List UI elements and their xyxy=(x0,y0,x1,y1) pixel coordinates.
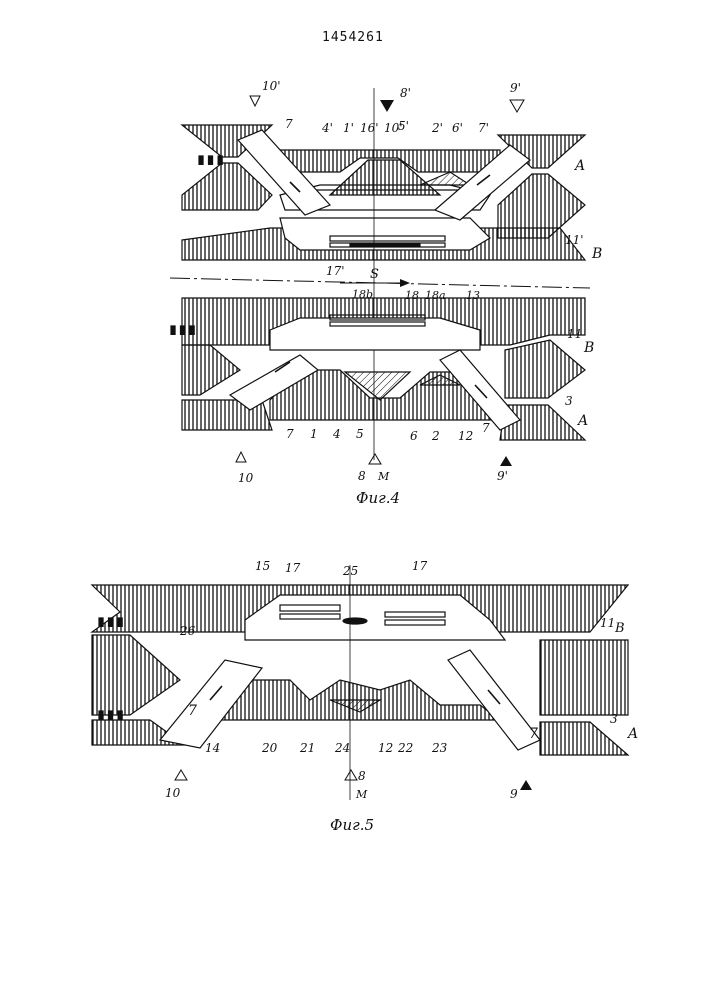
fig5-label-M: M xyxy=(355,788,368,801)
fig5-label-14: 14 xyxy=(205,741,220,755)
fig5-label-9: 9 xyxy=(510,787,518,801)
fig5-label-B: B xyxy=(614,621,625,636)
svg-text:▮ ▮ ▮: ▮ ▮ ▮ xyxy=(98,615,123,628)
fig5-label-21: 21 xyxy=(299,741,315,755)
fig5-cam-block: ▮ ▮ ▮ ▮ ▮ ▮ xyxy=(92,585,628,755)
fig4-label-6: 6 xyxy=(410,429,418,443)
fig5-caption: Фиг.5 xyxy=(330,816,374,834)
fig4-caption: Фиг.4 xyxy=(356,489,400,507)
fig4-lower-cam-block: ▮ ▮ ▮ xyxy=(170,298,585,440)
fig5-marker-8 xyxy=(345,770,357,780)
fig4-marker-10 xyxy=(236,452,246,462)
fig5-label-12: 12 xyxy=(378,741,393,755)
fig4-marker-9 xyxy=(500,456,512,466)
fig4-label-12: 12 xyxy=(458,429,473,443)
fig4-label-2p: 2' xyxy=(431,121,443,135)
fig5-label-3: 3 xyxy=(610,712,618,726)
fig4-label-11p: 11' xyxy=(565,233,584,247)
figure-4: ▮ ▮ ▮ xyxy=(170,79,602,507)
fig4-label-5p: 5' xyxy=(398,119,409,133)
fig4-label-13: 13 xyxy=(466,289,480,302)
figure-5: ▮ ▮ ▮ ▮ ▮ ▮ 15 17 25 17 26 11 B 7 7 3 A … xyxy=(92,559,638,834)
fig5-label-11: 11 xyxy=(600,616,615,630)
svg-text:▮ ▮ ▮: ▮ ▮ ▮ xyxy=(198,153,223,166)
fig4-marker-8 xyxy=(369,454,381,464)
fig5-label-7-left: 7 xyxy=(188,703,197,719)
fig4-label-17p: 17' xyxy=(326,264,345,278)
fig4-label-S: S xyxy=(370,267,379,282)
fig5-label-7-right: 7 xyxy=(529,726,538,742)
fig5-label-23: 23 xyxy=(431,741,448,755)
fig4-label-10p: 10' xyxy=(262,79,281,93)
fig5-label-25: 25 xyxy=(342,564,358,578)
fig4-label-16p: 16' xyxy=(360,121,379,135)
fig5-marker-9 xyxy=(520,780,532,790)
fig4-label-7-left: 7 xyxy=(286,427,294,441)
fig4-marker-10p xyxy=(250,96,260,106)
fig4-label-4: 4 xyxy=(332,427,341,441)
fig4-label-B-bottom: B xyxy=(583,340,594,356)
fig4-upper-cam-block: ▮ ▮ ▮ xyxy=(182,125,585,260)
fig4-label-3: 3 xyxy=(565,394,573,408)
fig4-label-10: 10 xyxy=(238,471,254,485)
fig4-label-6p: 6' xyxy=(452,121,463,135)
fig4-label-1p: 1' xyxy=(343,121,354,135)
fig4-label-7p: 7' xyxy=(478,121,489,135)
fig5-label-10: 10 xyxy=(165,786,181,800)
fig4-label-8: 8 xyxy=(358,469,366,483)
fig4-label-11: 11 xyxy=(567,327,582,341)
svg-text:▮ ▮ ▮: ▮ ▮ ▮ xyxy=(170,323,195,336)
fig4-label-7-right: 7 xyxy=(482,421,490,435)
fig4-label-7: 7 xyxy=(285,117,293,131)
fig4-label-A-bottom: A xyxy=(576,413,588,429)
fig5-label-A: A xyxy=(626,726,638,742)
fig4-label-M: M xyxy=(377,470,390,483)
fig4-label-1: 1 xyxy=(310,427,318,441)
fig4-marker-8p xyxy=(380,100,394,112)
fig4-label-18a: 18a xyxy=(425,289,446,302)
fig4-label-18: 18 xyxy=(405,289,419,302)
fig5-label-22: 22 xyxy=(397,741,413,755)
fig5-label-17-left: 17 xyxy=(285,561,301,575)
fig4-marker-9p xyxy=(510,100,524,112)
fig4-label-8p: 8' xyxy=(400,86,411,100)
fig4-label-18b: 18b xyxy=(352,288,373,301)
fig5-label-15: 15 xyxy=(255,559,270,573)
fig4-label-4p: 4' xyxy=(321,121,333,135)
fig4-label-A-top: A xyxy=(573,158,585,174)
fig5-label-20: 20 xyxy=(261,741,278,755)
fig4-label-2: 2 xyxy=(431,429,440,443)
fig5-label-26: 26 xyxy=(179,624,196,638)
fig4-label-9p: 9' xyxy=(510,81,521,95)
fig4-label-5: 5 xyxy=(356,427,364,441)
fig5-marker-10 xyxy=(175,770,187,780)
svg-text:▮ ▮ ▮: ▮ ▮ ▮ xyxy=(98,708,123,721)
fig5-label-24: 24 xyxy=(334,741,350,755)
fig4-label-B-top: B xyxy=(591,246,602,262)
fig4-label-9p-bottom: 9' xyxy=(497,469,508,483)
fig5-label-17-right: 17 xyxy=(412,559,428,573)
fig5-label-8: 8 xyxy=(358,769,366,783)
